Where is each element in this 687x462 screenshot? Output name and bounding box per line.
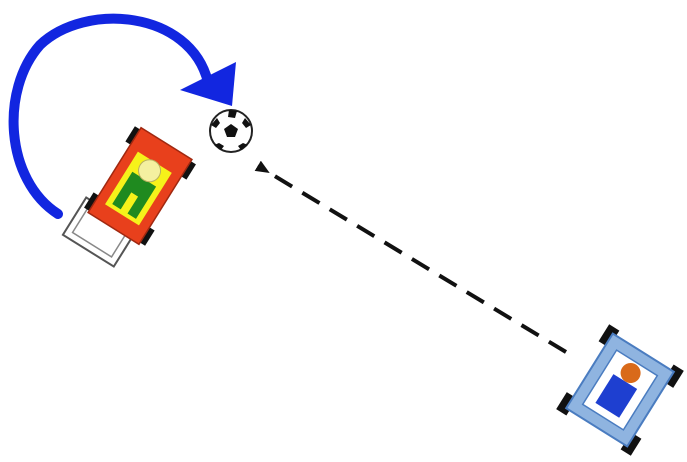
pass-arrow-line (268, 172, 566, 352)
blue-kart (556, 324, 684, 455)
pass-arrow (268, 172, 566, 352)
soccer-ball (210, 110, 252, 152)
